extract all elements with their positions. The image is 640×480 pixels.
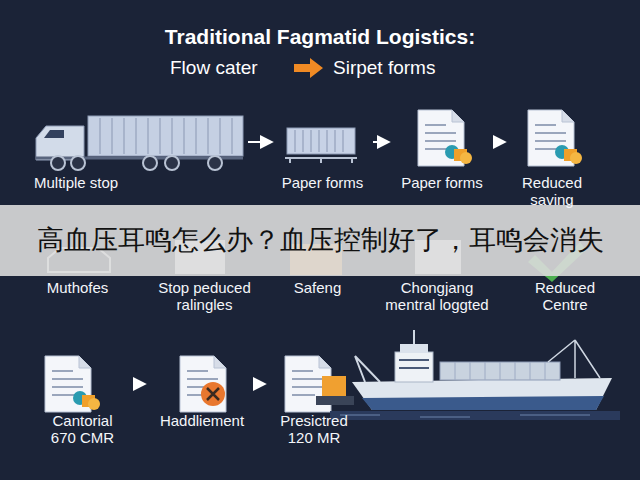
subtitle-text: Flow cater <box>170 56 290 80</box>
rear-mast <box>548 340 600 378</box>
ship-mast <box>413 330 415 344</box>
diagram-title: Traditional Fagmatid Logistics: <box>0 24 640 50</box>
deck-cargo <box>440 362 560 380</box>
truck-cab <box>36 126 84 160</box>
bridge-windows <box>399 360 429 368</box>
parcel-base <box>316 396 354 405</box>
step-label: Paper forms <box>275 174 370 191</box>
truck-wheel <box>165 156 179 170</box>
subtitle-arrow <box>294 58 323 78</box>
cancel-circle <box>201 382 225 406</box>
trailer-ribs <box>100 118 232 154</box>
water <box>330 411 620 420</box>
flow-arrow <box>133 383 144 385</box>
process-step: Chongjang mentral loggted <box>375 278 500 316</box>
truck-wheel <box>143 156 157 170</box>
step-label: Reduced saving <box>516 174 588 208</box>
cargo-ship <box>330 330 620 420</box>
step-label: Reduced Centre <box>525 279 605 313</box>
step-label: Chongjang mentral loggted <box>377 279 497 313</box>
truck-window <box>44 130 64 138</box>
overlay-band <box>0 205 640 276</box>
truck-trailer <box>88 116 243 156</box>
process-step: Stop peduced ralingles <box>140 278 270 316</box>
step-label: Paper forms <box>392 174 492 191</box>
step-label: Presictred 120 MR <box>270 412 358 446</box>
process-step: Multiple stop <box>30 112 245 194</box>
step-label: Haddliement <box>148 412 256 429</box>
process-step: Paper forms <box>275 115 370 193</box>
step-label: Multiple stop <box>34 174 184 191</box>
subtitle-text: Sirpet forms <box>333 56 483 80</box>
pallet-lines <box>295 130 343 152</box>
process-step: Reduced Centre <box>520 278 610 316</box>
process-step: Muthofes <box>30 278 125 316</box>
flow-arrow <box>373 141 388 143</box>
step-label: Cantorial 670 CMR <box>40 412 125 446</box>
deck-lines <box>455 362 545 380</box>
ship-hull <box>352 378 612 410</box>
parcel-box <box>322 376 346 396</box>
flow-arrow <box>259 383 264 385</box>
bridge-top <box>400 344 428 353</box>
band-text: 高血压耳鸣怎么办？血压控制好了，耳鸣会消失 <box>0 205 640 276</box>
truck-wheel <box>71 156 85 170</box>
people-badge <box>445 145 472 164</box>
process-step: Reduced saving <box>508 108 598 208</box>
water-lines <box>340 415 590 417</box>
flow-arrow <box>495 141 504 143</box>
document-icon <box>180 356 226 412</box>
pallet-load <box>287 128 355 154</box>
process-step: Cantorial 670 CMR <box>35 352 130 446</box>
truck-icon <box>36 116 243 170</box>
pallet-base <box>285 158 357 163</box>
process-step: Safeng <box>280 278 355 316</box>
crane <box>355 356 380 382</box>
hull-stripe <box>362 396 604 410</box>
ship-bridge <box>395 352 433 382</box>
forms-pallet-icon <box>285 128 357 163</box>
cancel-cross <box>207 388 219 400</box>
process-step: Haddliement <box>148 352 256 432</box>
step-label: Safeng <box>280 279 355 296</box>
people-badge <box>73 391 100 410</box>
process-step: Paper forms <box>392 108 492 194</box>
step-label: Muthofes <box>30 279 125 296</box>
step-label: Stop peduced ralingles <box>142 279 267 313</box>
truck-wheel <box>51 156 65 170</box>
process-step: Presictred 120 MR <box>268 352 360 446</box>
people-badge <box>555 145 582 164</box>
flow-arrow <box>248 141 271 143</box>
truck-wheel <box>208 156 222 170</box>
